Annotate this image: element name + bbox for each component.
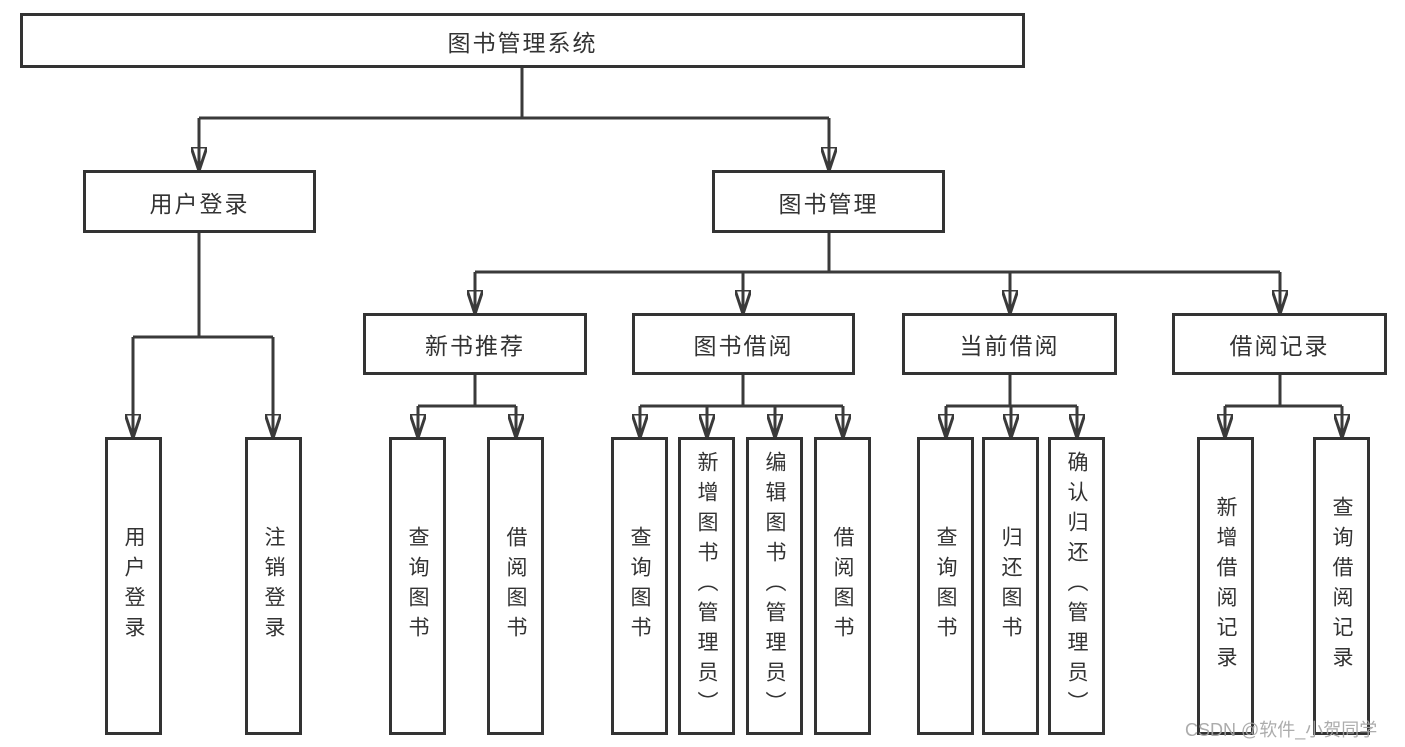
node-label: 注销登录 [262, 526, 285, 646]
edge-root-trunk [199, 68, 829, 120]
edge-book-mgmt-trunk [475, 233, 1280, 274]
node-borrow-records: 借阅记录 [1172, 313, 1387, 375]
leaf-borrow-books: 借阅图书 [814, 437, 871, 735]
edge-current-trunk [946, 375, 1077, 408]
node-label: 图书管理 [778, 190, 879, 217]
node-label: 新书推荐 [425, 333, 525, 359]
node-book-management-system: 图书管理系统 [20, 13, 1025, 68]
leaf-return-books: 归还图书 [982, 437, 1039, 735]
node-label: 新增借阅记录 [1214, 496, 1237, 676]
node-label: 查询借阅记录 [1330, 496, 1353, 676]
leaf-add-books-admin: 新增图书（管理员） [678, 437, 735, 735]
edge-borrowing-trunk [640, 375, 843, 408]
node-current-borrow: 当前借阅 [902, 313, 1117, 375]
node-book-management: 图书管理 [712, 170, 945, 233]
node-label: 归还图书 [999, 526, 1022, 646]
node-label: 借阅图书 [831, 526, 854, 646]
edge-new-book-trunk [418, 375, 516, 408]
node-label: 确认归还（管理员） [1065, 451, 1088, 721]
leaf-logout: 注销登录 [245, 437, 302, 735]
leaf-query-books: 查询图书 [389, 437, 446, 735]
node-label: 查询图书 [406, 526, 429, 646]
node-book-borrowing: 图书借阅 [632, 313, 855, 375]
node-label: 用户登录 [149, 190, 250, 217]
leaf-query-books: 查询图书 [917, 437, 974, 735]
node-label: 编辑图书（管理员） [763, 451, 786, 721]
edge-records-trunk [1225, 375, 1342, 408]
leaf-borrow-books: 借阅图书 [487, 437, 544, 735]
node-label: 借阅图书 [504, 526, 527, 646]
node-label: 图书借阅 [693, 333, 794, 359]
leaf-add-borrow-record: 新增借阅记录 [1197, 437, 1254, 735]
node-label: 查询图书 [934, 526, 957, 646]
leaf-query-borrow-record: 查询借阅记录 [1313, 437, 1370, 735]
leaf-edit-books-admin: 编辑图书（管理员） [746, 437, 803, 735]
node-new-book-recommend: 新书推荐 [363, 313, 587, 375]
node-label: 用户登录 [122, 526, 145, 646]
node-label: 查询图书 [628, 526, 651, 646]
leaf-user-login: 用户登录 [105, 437, 162, 735]
leaf-confirm-return-admin: 确认归还（管理员） [1048, 437, 1105, 735]
csdn-watermark: CSDN @软件_小贺同学 [1185, 720, 1378, 740]
node-label: 图书管理系统 [447, 29, 598, 56]
node-label: 新增图书（管理员） [695, 451, 718, 721]
leaf-query-books: 查询图书 [611, 437, 668, 735]
node-label: 借阅记录 [1229, 333, 1330, 359]
node-label: 当前借阅 [959, 333, 1060, 359]
node-user-login: 用户登录 [83, 170, 316, 233]
edge-user-login-trunk [133, 233, 273, 339]
